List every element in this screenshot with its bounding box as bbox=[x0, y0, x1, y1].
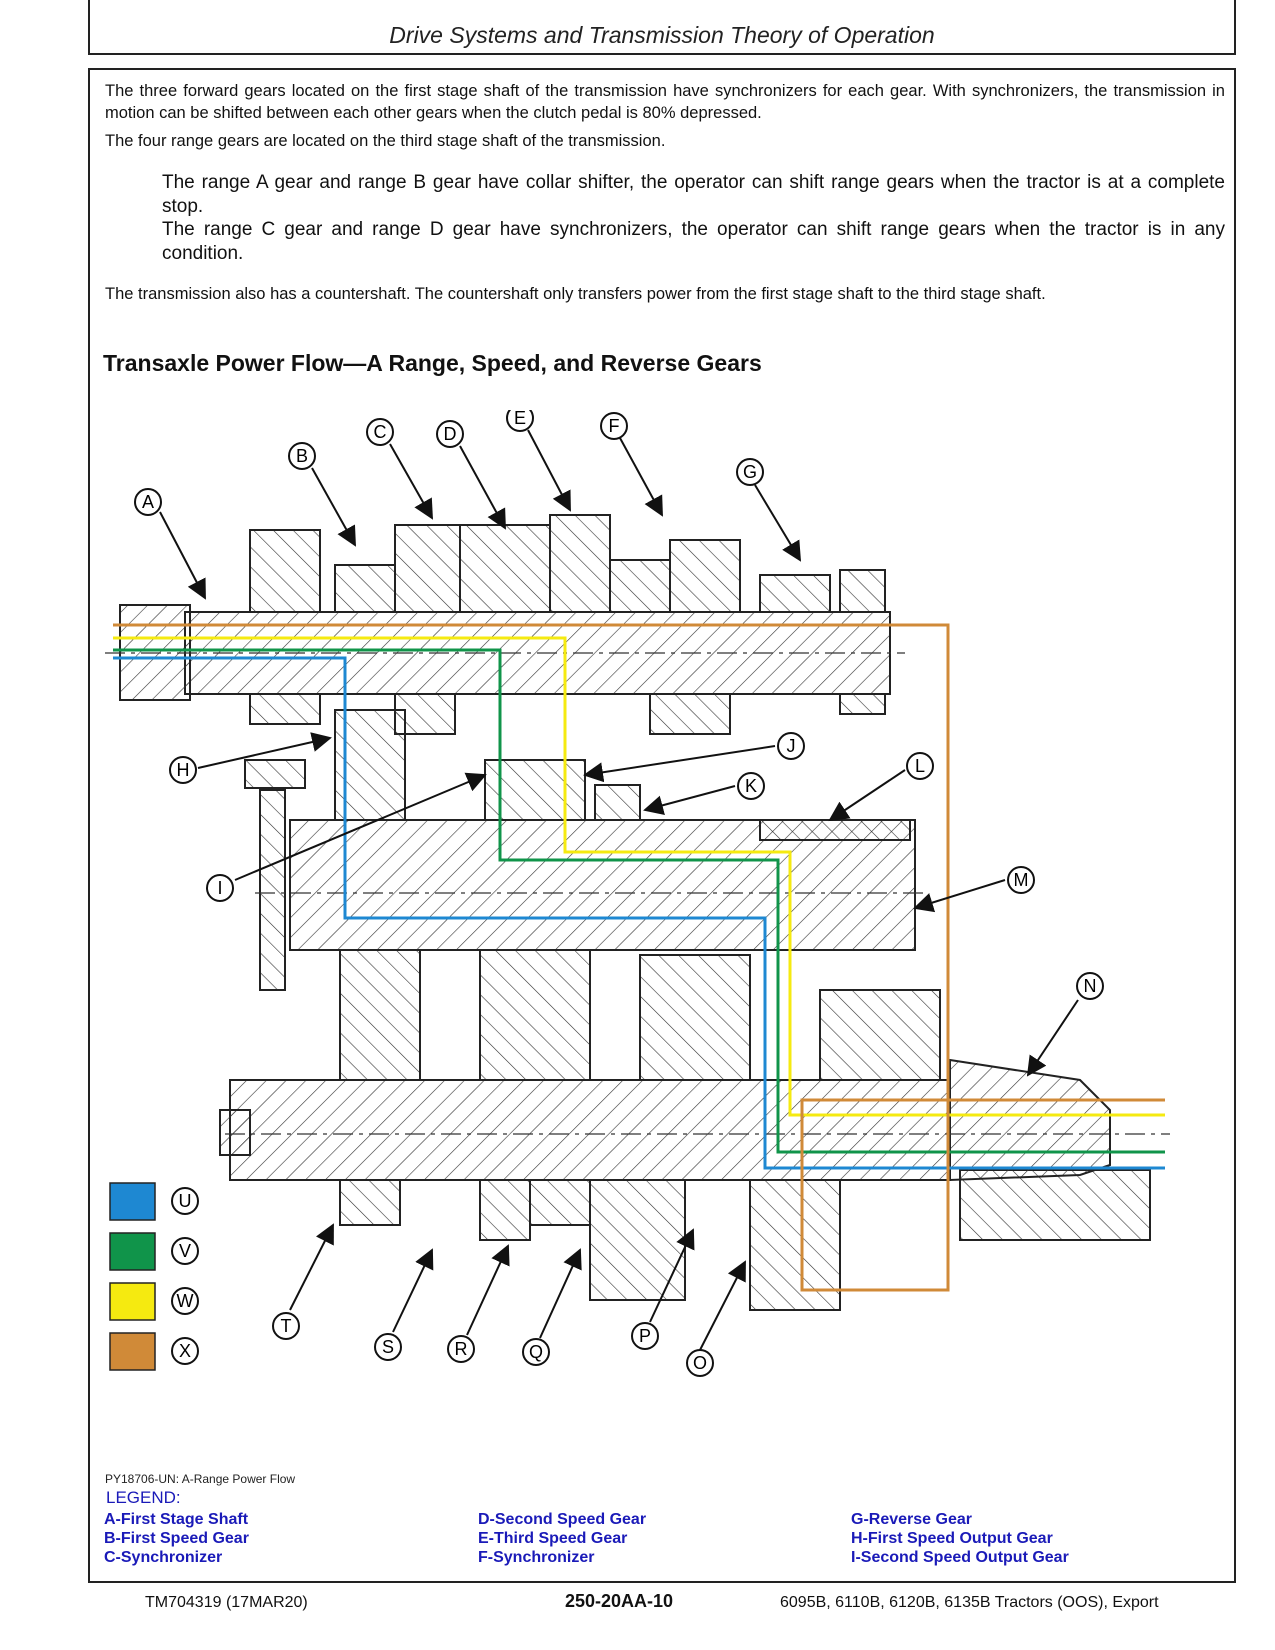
legend-column-1: A-First Stage Shaft B-First Speed Gear C… bbox=[104, 1510, 249, 1567]
svg-text:C: C bbox=[374, 422, 387, 442]
legend-item: E-Third Speed Gear bbox=[478, 1530, 628, 1547]
legend-item: A-First Stage Shaft bbox=[104, 1511, 249, 1528]
callout-g: G bbox=[736, 458, 764, 486]
color-key-x: X bbox=[109, 1332, 199, 1371]
footer-page-number: 250-20AA-10 bbox=[565, 1591, 674, 1611]
svg-text:M: M bbox=[1014, 870, 1029, 890]
paragraph-range-cd: The range C gear and range D gear have s… bbox=[162, 219, 1225, 264]
paragraph-range-gears: The four range gears are located on the … bbox=[105, 132, 666, 150]
svg-text:X: X bbox=[179, 1341, 191, 1361]
callout-k: K bbox=[737, 772, 765, 800]
callout-a: A bbox=[134, 488, 162, 516]
callout-leaders bbox=[159, 429, 1079, 1351]
callout-o: O bbox=[686, 1349, 714, 1377]
svg-text:L: L bbox=[915, 756, 925, 776]
section-title: Transaxle Power Flow—A Range, Speed, and… bbox=[103, 350, 762, 376]
svg-text:H: H bbox=[177, 760, 190, 780]
svg-text:P: P bbox=[639, 1326, 651, 1346]
legend-column-3: G-Reverse Gear H-First Speed Output Gear… bbox=[851, 1510, 1069, 1567]
callout-p: P bbox=[631, 1322, 659, 1350]
svg-text:A: A bbox=[142, 492, 154, 512]
svg-text:V: V bbox=[179, 1241, 191, 1261]
color-key-v: V bbox=[109, 1232, 199, 1271]
legend-item: C-Synchronizer bbox=[104, 1549, 223, 1566]
svg-text:E: E bbox=[514, 410, 526, 428]
svg-text:K: K bbox=[745, 776, 757, 796]
third-stage-gears bbox=[339, 949, 1151, 1311]
legend-item: D-Second Speed Gear bbox=[478, 1511, 647, 1528]
figure-caption: PY18706-UN: A-Range Power Flow bbox=[105, 1472, 296, 1486]
legend-item: I-Second Speed Output Gear bbox=[851, 1549, 1069, 1566]
callout-circles: A B C D E F G H I J K L M N O P Q R S T bbox=[134, 410, 1104, 1377]
callout-d: D bbox=[436, 420, 464, 448]
callout-r: R bbox=[447, 1335, 475, 1363]
callout-j: J bbox=[777, 732, 805, 760]
callout-q: Q bbox=[522, 1338, 550, 1366]
legend-title: LEGEND: bbox=[106, 1488, 181, 1507]
legend-item: H-First Speed Output Gear bbox=[851, 1530, 1053, 1547]
svg-text:S: S bbox=[382, 1337, 394, 1357]
svg-text:O: O bbox=[693, 1353, 707, 1373]
svg-text:U: U bbox=[179, 1191, 192, 1211]
svg-text:G: G bbox=[743, 462, 757, 482]
callout-f: F bbox=[600, 412, 628, 440]
footer-models: 6095B, 6110B, 6120B, 6135B Tractors (OOS… bbox=[780, 1594, 1159, 1611]
svg-text:R: R bbox=[455, 1339, 468, 1359]
callout-t: T bbox=[272, 1312, 300, 1340]
svg-text:T: T bbox=[281, 1316, 292, 1336]
callout-e: E bbox=[506, 410, 534, 432]
callout-c: C bbox=[366, 418, 394, 446]
callout-h: H bbox=[169, 756, 197, 784]
paragraph-forward-gears: The three forward gears located on the f… bbox=[105, 82, 1225, 122]
first-stage-gears bbox=[249, 514, 886, 735]
legend-column-2: D-Second Speed Gear E-Third Speed Gear F… bbox=[478, 1510, 646, 1567]
legend-item: B-First Speed Gear bbox=[104, 1530, 249, 1547]
header-title: Drive Systems and Transmission Theory of… bbox=[389, 22, 935, 48]
color-key: U V W X bbox=[109, 1182, 199, 1371]
color-key-w: W bbox=[109, 1282, 199, 1321]
svg-text:J: J bbox=[787, 736, 796, 756]
first-stage-shaft bbox=[105, 604, 905, 701]
third-stage-shaft bbox=[219, 1058, 1170, 1182]
content-frame bbox=[88, 68, 1236, 1583]
svg-text:Q: Q bbox=[529, 1342, 543, 1362]
callout-i: I bbox=[206, 874, 234, 902]
page-header: Drive Systems and Transmission Theory of… bbox=[88, 0, 1236, 55]
callout-s: S bbox=[374, 1333, 402, 1361]
transaxle-diagram: A B C D E F G H I J K L M N O P Q R S T … bbox=[105, 410, 1170, 1377]
footer-doc-id: TM704319 (17MAR20) bbox=[145, 1594, 308, 1611]
power-flow-lines bbox=[113, 623, 1165, 1292]
svg-text:B: B bbox=[296, 446, 308, 466]
callout-l: L bbox=[906, 752, 934, 780]
paragraph-countershaft: The transmission also has a countershaft… bbox=[105, 285, 1046, 303]
svg-text:D: D bbox=[444, 424, 457, 444]
svg-text:N: N bbox=[1084, 976, 1097, 996]
svg-text:F: F bbox=[609, 416, 620, 436]
legend-item: G-Reverse Gear bbox=[851, 1511, 972, 1528]
callout-b: B bbox=[288, 442, 316, 470]
color-key-u: U bbox=[109, 1182, 199, 1221]
countershaft bbox=[244, 709, 925, 991]
svg-text:I: I bbox=[217, 878, 222, 898]
paragraph-range-ab: The range A gear and range B gear have c… bbox=[162, 172, 1225, 217]
svg-text:W: W bbox=[177, 1291, 194, 1311]
callout-m: M bbox=[1007, 866, 1035, 894]
callout-n: N bbox=[1076, 972, 1104, 1000]
legend-item: F-Synchronizer bbox=[478, 1549, 595, 1566]
